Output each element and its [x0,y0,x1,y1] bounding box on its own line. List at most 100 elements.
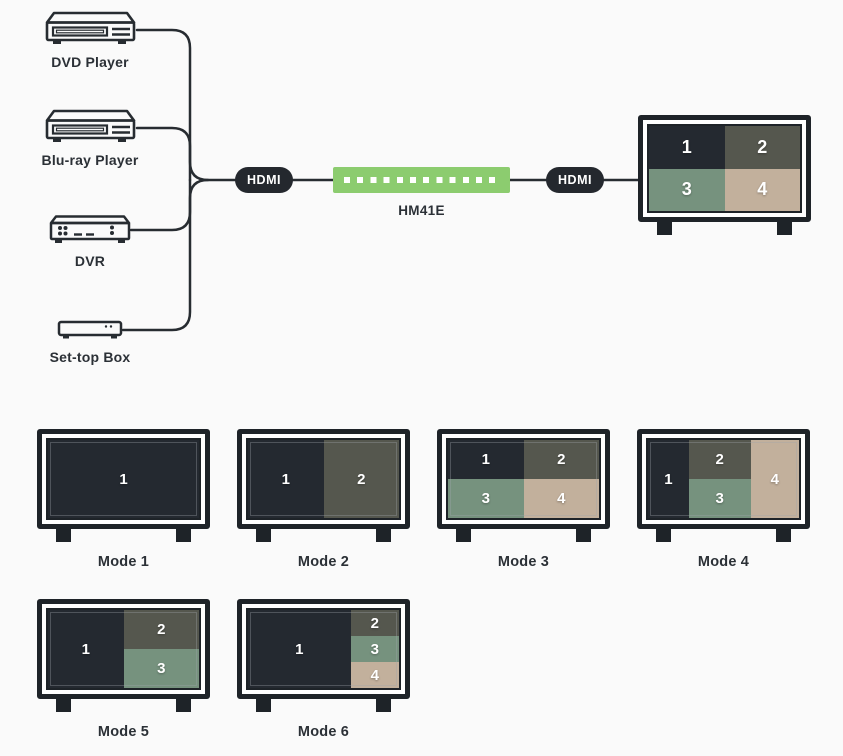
device-model-label: HM41E [398,203,445,218]
region-number: 2 [157,621,166,638]
tv-screen: 1 2 3 [46,608,201,690]
screen-region-4: 4 [724,168,800,211]
screen-region-4: 4 [750,440,799,518]
tv-screen: 1 2 3 4 [246,608,401,690]
hdmi-output-badge: HDMI [546,167,604,193]
tv-frame: 1 2 3 4 [237,599,410,699]
dvd-player-icon [45,11,136,44]
tv-frame: 1 [37,429,210,529]
tv-frame: 1 2 3 4 [637,429,810,529]
screen-region-2: 2 [350,610,399,637]
tv-frame: 1 2 3 4 [437,429,610,529]
mode-3-tv: 1 2 3 4 [437,429,610,542]
source-label-blu-ray-player: Blu-ray Player [41,152,139,168]
screen-region-2: 2 [123,610,199,649]
screen-region-3: 3 [688,479,751,518]
tv-frame: 1 2 3 [37,599,210,699]
screen-region-3: 3 [649,168,725,211]
mode-4-label: Mode 4 [697,554,750,570]
mode-5-tv: 1 2 3 [37,599,210,712]
tv-foot [56,529,71,542]
screen-region-1: 1 [649,126,725,169]
tv-screen: 1 2 3 4 [647,124,802,213]
dvr-icon [49,215,131,243]
output-tv: 1 2 3 4 [638,115,811,235]
mode-5-block: 1 2 3 Mode 5 [37,599,210,740]
connector-wires [121,28,640,332]
region-number: 1 [295,640,304,658]
screen-region-1: 1 [248,610,351,688]
region-number: 2 [357,470,366,488]
tv-foot [456,529,471,542]
mode-5-label: Mode 5 [97,724,150,740]
source-label-dvd-player: DVD Player [51,54,129,70]
mode-6-tv: 1 2 3 4 [237,599,410,712]
source-label-dvr: DVR [74,253,106,269]
set-top-box-icon [57,320,123,339]
region-number: 2 [715,451,724,468]
region-number: 2 [370,614,379,632]
screen-region-3: 3 [123,649,199,688]
tv-foot [56,699,71,712]
tv-screen: 1 [46,438,201,520]
tv-foot [776,529,791,542]
tv-foot [256,699,271,712]
source-label-set-top-box: Set-top Box [49,349,131,365]
screen-region-1: 1 [48,440,199,518]
tv-foot [657,222,672,235]
tv-foot [376,699,391,712]
hdmi-input-badge: HDMI [235,167,293,193]
region-number: 1 [281,470,290,488]
mode-1-tv: 1 [37,429,210,542]
region-number: 1 [119,470,128,488]
hm41e-device [333,167,510,193]
mode-3-block: 1 2 3 4 Mode 3 [437,429,610,570]
tv-foot [256,529,271,542]
screen-region-1: 1 [248,440,324,518]
screen-region-2: 2 [724,126,800,169]
region-number: 3 [481,490,490,507]
region-number: 4 [757,179,768,200]
device-indicator-lights [344,177,499,183]
mode-3-label: Mode 3 [497,554,550,570]
tv-foot [576,529,591,542]
tv-foot [777,222,792,235]
mode-6-label: Mode 6 [297,724,350,740]
tv-frame: 1 2 3 4 [638,115,811,222]
blu-ray-player-icon [45,109,136,142]
screen-region-4: 4 [350,662,399,688]
region-number: 2 [757,136,768,157]
tv-foot [656,529,671,542]
region-number: 1 [481,451,490,468]
region-number: 3 [681,179,692,200]
region-number: 2 [557,451,566,468]
screen-region-1: 1 [48,610,124,688]
mode-1-label: Mode 1 [97,554,150,570]
mode-4-block: 1 2 3 4 Mode 4 [637,429,810,570]
screen-region-2: 2 [523,440,599,479]
screen-region-1: 1 [648,440,689,518]
tv-foot [176,699,191,712]
screen-region-2: 2 [688,440,751,479]
mode-6-block: 1 2 3 4 Mode 6 [237,599,410,740]
region-number: 4 [370,666,379,684]
screen-region-3: 3 [448,479,524,518]
region-number: 3 [715,490,724,507]
region-number: 1 [664,470,673,488]
screen-region-3: 3 [350,636,399,663]
mode-4-tv: 1 2 3 4 [637,429,810,542]
mode-2-label: Mode 2 [297,554,350,570]
screen-region-4: 4 [523,479,599,518]
region-number: 4 [557,490,566,507]
region-number: 3 [370,640,379,658]
screen-region-2: 2 [323,440,399,518]
region-number: 1 [81,640,90,658]
tv-foot [176,529,191,542]
screen-region-1: 1 [448,440,524,479]
region-number: 1 [681,136,692,157]
region-number: 3 [157,660,166,677]
